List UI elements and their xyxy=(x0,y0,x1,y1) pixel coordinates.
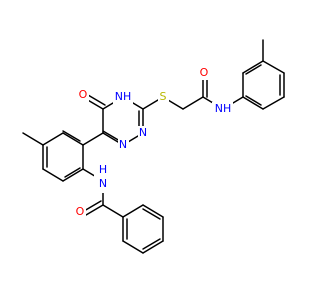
ring-nh: NH xyxy=(113,90,133,104)
bond xyxy=(122,204,144,218)
ring-nitrogen-1: N xyxy=(118,138,129,152)
bond xyxy=(22,132,44,146)
bond xyxy=(42,168,64,182)
bond xyxy=(102,130,121,142)
chemical-structure-diagram: O NH N N S O NH H N xyxy=(22,39,285,254)
bond xyxy=(87,94,106,106)
bond xyxy=(83,200,102,212)
atom-label-o: O xyxy=(76,205,85,218)
bond xyxy=(62,130,81,142)
atom-labels: O NH N N S O NH H N xyxy=(75,66,233,219)
amide-oxygen-1: O xyxy=(199,66,210,80)
atom-label-o: O xyxy=(79,88,88,101)
bond xyxy=(85,204,104,216)
atom-label-o: O xyxy=(200,66,209,79)
bond xyxy=(64,167,81,178)
amide-oxygen-2: O xyxy=(75,205,86,219)
bond xyxy=(245,95,262,106)
bond xyxy=(262,96,285,110)
bond xyxy=(245,64,262,75)
bond xyxy=(142,208,161,220)
bond xyxy=(142,238,161,250)
bond xyxy=(82,132,104,146)
ring-nitrogen-2: N xyxy=(138,126,149,140)
bond xyxy=(62,168,84,182)
bond xyxy=(142,204,164,218)
atom-label-h: H xyxy=(99,163,107,176)
atom-label-nh: NH xyxy=(115,90,132,103)
atom-label-nh: NH xyxy=(215,102,232,115)
atom-label-s: S xyxy=(160,90,167,103)
bond xyxy=(42,132,64,146)
bond xyxy=(242,60,264,74)
ketone-oxygen: O xyxy=(78,88,89,102)
atom-label-n: N xyxy=(99,177,107,190)
bond xyxy=(62,132,84,146)
amide-nh-1: NH xyxy=(212,102,233,116)
bond xyxy=(262,60,285,74)
bond xyxy=(142,240,164,254)
bond xyxy=(242,96,264,110)
bond xyxy=(122,240,144,254)
bond-skeleton xyxy=(22,39,285,254)
atom-label-n: N xyxy=(139,126,147,139)
thioether-sulfur: S xyxy=(158,90,169,104)
bond xyxy=(182,96,204,110)
amide-nh-2: H N xyxy=(94,163,113,193)
atom-label-n: N xyxy=(119,138,127,151)
bond xyxy=(102,204,124,218)
